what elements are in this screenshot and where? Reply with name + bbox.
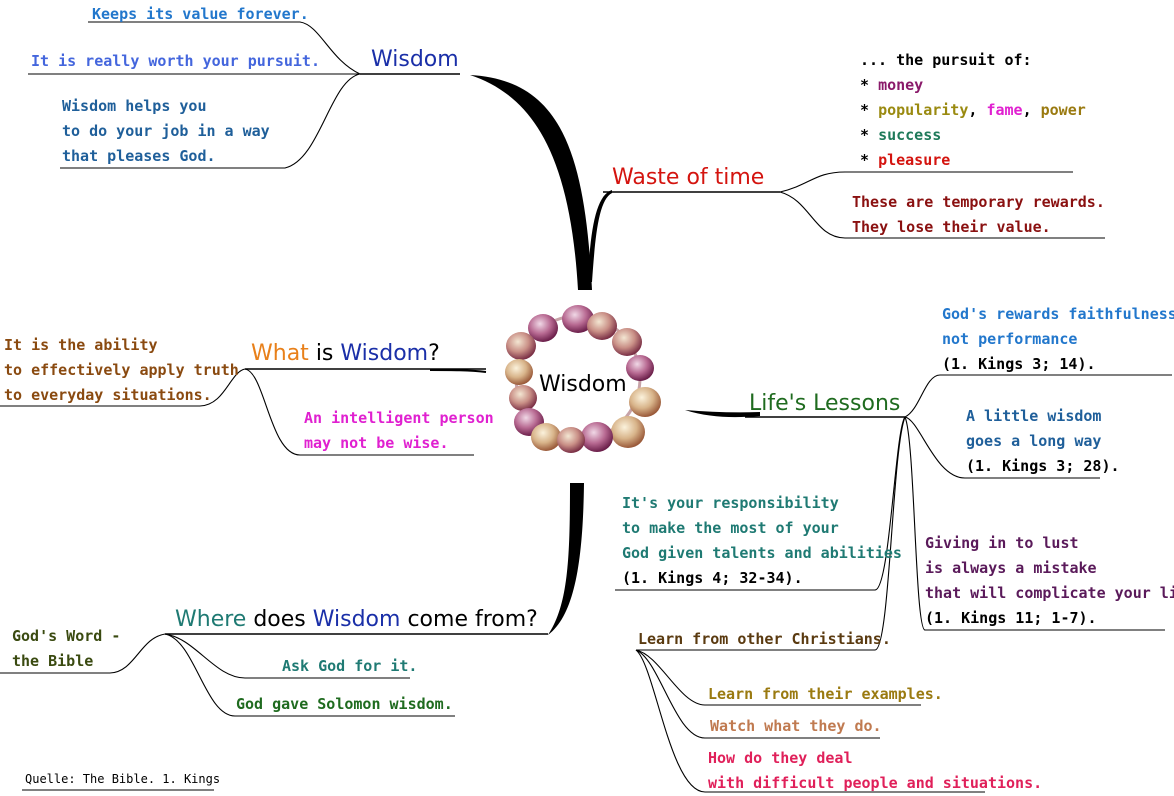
trunk-right: [685, 410, 760, 418]
bead-bracelet-image: [505, 305, 661, 453]
waste-pursuit-list: ... the pursuit of: * money * popularity…: [860, 51, 1086, 169]
note-intelligent-person: An intelligent person may not be wise.: [304, 409, 494, 452]
note-watch: Watch what they do.: [710, 717, 882, 735]
note-lust: Giving in to lust is always a mistake th…: [925, 534, 1174, 627]
note-keeps-value: Keeps its value forever.: [92, 5, 309, 23]
trunk-top: [470, 75, 592, 290]
branch-lessons-title: Life's Lessons: [749, 391, 901, 416]
note-rewards-faithfulness: God's rewards faithfulness, not performa…: [942, 305, 1174, 373]
note-worth-pursuit: It is really worth your pursuit.: [31, 52, 320, 70]
source-citation: Quelle: The Bible. 1. Kings: [25, 772, 221, 786]
note-learn-christians: Learn from other Christians.: [638, 630, 891, 648]
branch-waste-title: Waste of time: [612, 165, 765, 190]
note-helps-job: Wisdom helps you to do your job in a way…: [62, 97, 270, 165]
trunk-left: [429, 369, 487, 373]
note-learn-examples: Learn from their examples.: [708, 685, 943, 703]
waste-stem: [588, 190, 612, 282]
note-temporary-rewards: These are temporary rewards. They lose t…: [852, 193, 1105, 236]
branch-wisdom-title: Wisdom: [371, 47, 459, 72]
branch-where-title: Where does Wisdom come from?: [175, 607, 538, 632]
note-gods-word: God's Word - the Bible: [12, 627, 121, 670]
branch-what-title: What is Wisdom?: [251, 341, 440, 366]
center-topic-label: Wisdom: [539, 372, 627, 397]
note-responsibility: It's your responsibility to make the mos…: [622, 494, 902, 587]
note-solomon: God gave Solomon wisdom.: [236, 695, 453, 713]
trunk-bottom: [548, 483, 584, 635]
note-ask-god: Ask God for it.: [282, 657, 418, 675]
note-ability: It is the ability to effectively apply t…: [4, 336, 239, 404]
note-little-wisdom: A little wisdom goes a long way (1. King…: [966, 407, 1120, 475]
note-deal: How do they deal with difficult people a…: [708, 749, 1043, 792]
